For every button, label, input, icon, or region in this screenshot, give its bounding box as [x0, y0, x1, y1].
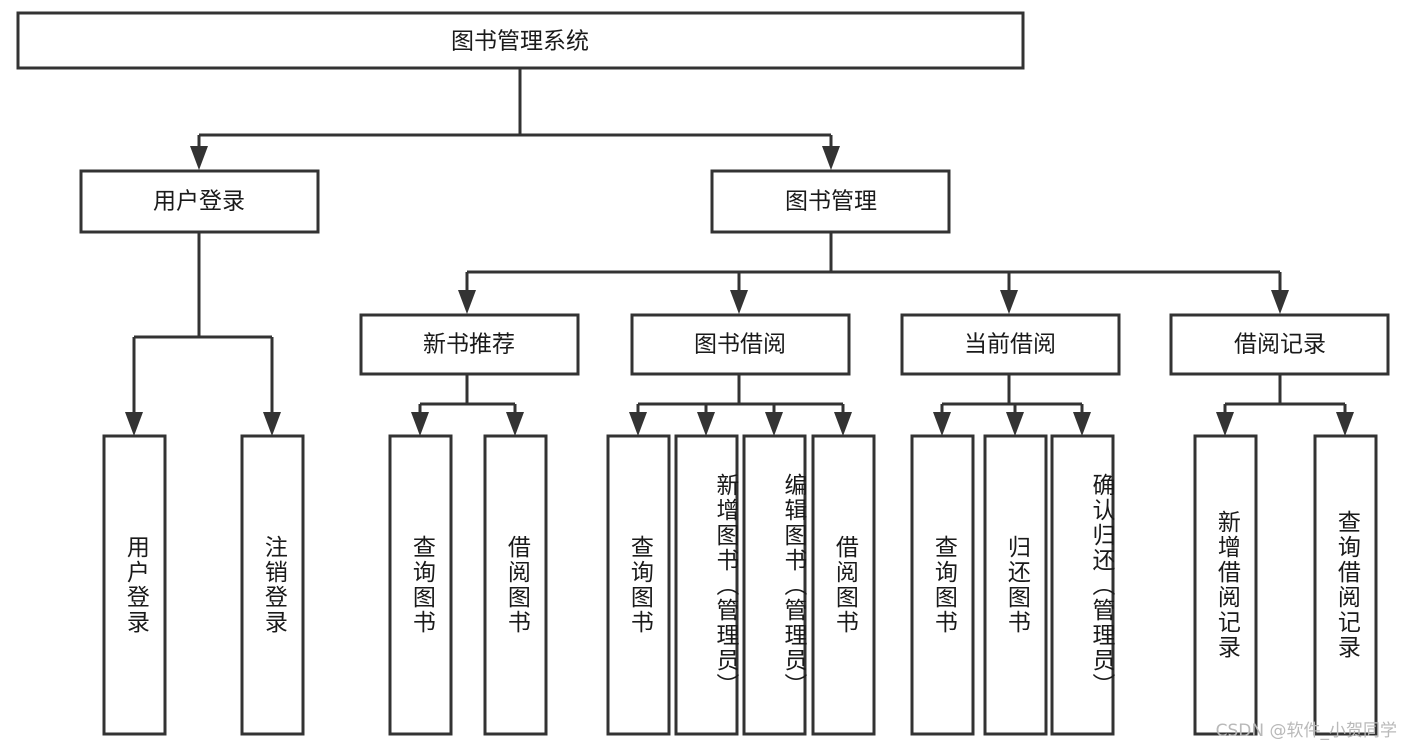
node-user-login-label: 用户登录	[153, 189, 245, 215]
arrow-head-icon	[629, 412, 647, 436]
leaf-boxes-group	[102, 434, 1378, 736]
leaf-box-user-login[interactable]	[102, 434, 167, 736]
arrow-head-icon	[730, 290, 748, 314]
arrow-head-icon	[458, 290, 476, 314]
arrow-head-icon	[933, 412, 951, 436]
node-current-borrow[interactable]: 当前借阅	[900, 313, 1121, 376]
leaf-box-cb-return-book[interactable]	[983, 434, 1048, 736]
arrow-head-icon	[1216, 412, 1234, 436]
arrow-head-icon	[125, 412, 143, 436]
node-new-book-recommend-label: 新书推荐	[423, 332, 515, 358]
arrow-head-icon	[263, 412, 281, 436]
connector-borrowrecord-to-leaves	[1216, 374, 1354, 436]
arrow-head-icon	[822, 146, 840, 170]
connector-root-to-level1	[190, 68, 840, 170]
leaf-box-logout[interactable]	[240, 434, 305, 736]
node-root-system-label: 图书管理系统	[451, 29, 589, 55]
leaf-box-cb-query-book[interactable]	[910, 434, 975, 736]
arrow-head-icon	[1271, 290, 1289, 314]
node-book-borrow-label: 图书借阅	[694, 332, 786, 358]
connector-newbook-to-leaves	[411, 374, 524, 436]
leaf-box-br-query-record[interactable]	[1313, 434, 1378, 736]
node-book-management[interactable]: 图书管理	[710, 169, 951, 234]
node-borrow-record[interactable]: 借阅记录	[1169, 313, 1390, 376]
node-root-system[interactable]: 图书管理系统	[16, 11, 1025, 70]
arrow-head-icon	[190, 146, 208, 170]
leaf-box-bb-query-book[interactable]	[606, 434, 671, 736]
connector-currentborrow-to-leaves	[933, 374, 1091, 436]
leaf-box-nb-borrow-book[interactable]	[483, 434, 548, 736]
connector-userlogin-to-leaves	[125, 232, 281, 436]
arrow-head-icon	[506, 412, 524, 436]
watermark-text: CSDN @软件_小贺同学	[1215, 721, 1397, 741]
leaf-box-bb-add-book[interactable]	[674, 434, 739, 736]
arrow-head-icon	[1336, 412, 1354, 436]
node-borrow-record-label: 借阅记录	[1234, 332, 1326, 358]
node-current-borrow-label: 当前借阅	[964, 332, 1056, 358]
arrow-head-icon	[697, 412, 715, 436]
arrow-head-icon	[834, 412, 852, 436]
leaf-box-bb-edit-book[interactable]	[742, 434, 807, 736]
connector-bookmgmt-to-level2	[458, 232, 1289, 314]
leaf-box-cb-confirm-return[interactable]	[1050, 434, 1115, 736]
node-book-borrow[interactable]: 图书借阅	[630, 313, 851, 376]
node-book-management-label: 图书管理	[785, 189, 877, 215]
arrow-head-icon	[411, 412, 429, 436]
node-user-login[interactable]: 用户登录	[79, 169, 320, 234]
arrow-head-icon	[765, 412, 783, 436]
arrow-head-icon	[1073, 412, 1091, 436]
leaf-box-br-add-record[interactable]	[1193, 434, 1258, 736]
connector-bookborrow-to-leaves	[629, 374, 852, 436]
leaf-box-bb-borrow-book[interactable]	[811, 434, 876, 736]
leaf-box-nb-query-book[interactable]	[388, 434, 453, 736]
arrow-head-icon	[1000, 290, 1018, 314]
arrow-head-icon	[1006, 412, 1024, 436]
node-new-book-recommend[interactable]: 新书推荐	[359, 313, 580, 376]
